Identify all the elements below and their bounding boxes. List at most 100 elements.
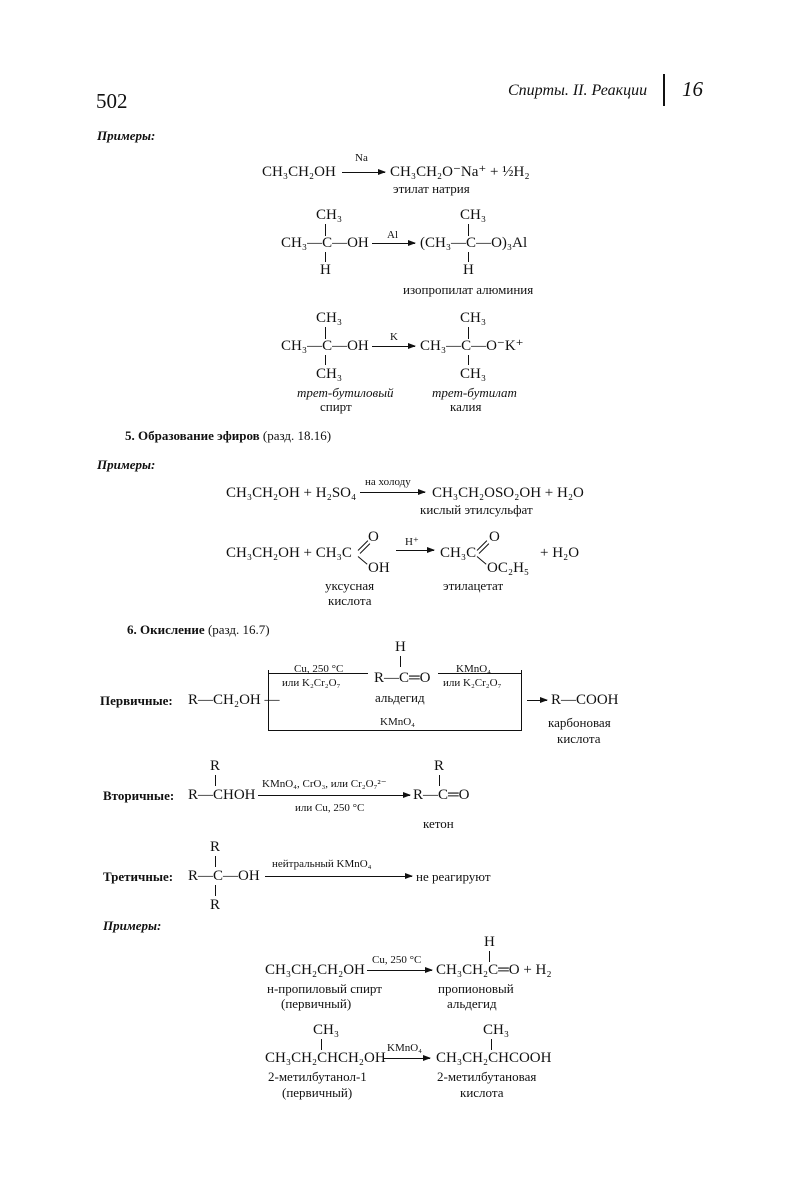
section-heading: 6. Окисление (разд. 16.7) [127, 621, 270, 639]
compound-name: (первичный) [282, 1085, 353, 1100]
bond [491, 1039, 492, 1050]
compound-name: 2-метилбутанол-1 [268, 1069, 367, 1084]
bond [468, 355, 469, 365]
reaction-arrow [258, 792, 411, 798]
formula: CH₃ [313, 1022, 340, 1038]
reaction-condition: KMnO₄ [456, 663, 492, 675]
class-label: Первичные: [100, 693, 173, 708]
header-divider [663, 74, 665, 106]
reaction-arrow [342, 169, 386, 175]
formula: R—C═O [413, 787, 470, 803]
compound-name: изопропилат алюминия [403, 282, 534, 297]
formula: CH₃CH₂OH + CH₃C [226, 545, 352, 561]
compound-name: этилацетат [443, 578, 504, 593]
formula: CH₃ [460, 310, 487, 326]
bracket [268, 670, 269, 731]
reaction-arrow [367, 967, 433, 973]
catalyst: H⁺ [405, 536, 419, 548]
bond [489, 951, 490, 962]
reaction-condition: Cu, 250 °C [372, 954, 422, 966]
page-number: 502 [96, 89, 128, 113]
compound-name: трет-бутиловый [297, 385, 394, 400]
reaction-condition: KMnO₄, CrO₃, или Cr₂O₇²⁻ [262, 778, 387, 790]
class-label: Вторичные: [103, 788, 175, 803]
formula: + H₂O [540, 545, 580, 561]
reaction-condition: или Cu, 250 °C [295, 802, 365, 814]
reagent: KMnO₄ [387, 1042, 423, 1054]
reaction-arrow [372, 240, 416, 246]
formula: CH₃C [440, 545, 477, 561]
reaction-line [438, 673, 521, 674]
reaction-arrow [383, 1055, 431, 1061]
formula: CH₃ [316, 310, 343, 326]
formula: CH₃ [316, 366, 343, 382]
bond [325, 355, 326, 365]
formula: H [395, 639, 406, 655]
formula: O [368, 529, 379, 545]
bond [468, 224, 469, 236]
formula: CH₃CH₂CHCOOH [436, 1050, 552, 1066]
formula: CH₃CH₂OH + H₂SO₄ [226, 485, 357, 501]
section-heading-title: 6. Окисление [127, 622, 205, 637]
reaction-condition: на холоду [365, 476, 411, 488]
formula: R [434, 758, 445, 774]
formula: R—C—OH [188, 868, 260, 884]
bond [468, 252, 469, 262]
compound-name: кислота [460, 1085, 504, 1100]
compound-name: калия [450, 399, 482, 414]
examples-label: Примеры: [97, 128, 156, 143]
bond [325, 327, 326, 339]
formula: CH₃—C—O⁻K⁺ [420, 338, 524, 354]
compound-name: этилат натрия [393, 181, 470, 196]
compound-name: 2-метилбутановая [437, 1069, 537, 1084]
compound-name: уксусная [325, 578, 375, 593]
reaction-condition: или K₂Cr₂O₇ [282, 677, 341, 689]
compound-name: альдегид [447, 996, 497, 1011]
formula: CH₃CH₂C═O + H₂ [436, 962, 552, 978]
formula: R [210, 897, 221, 913]
section-heading: 5. Образование эфиров (разд. 18.16) [125, 427, 331, 445]
reaction-arrow [265, 873, 413, 879]
bond [439, 775, 440, 786]
formula: R—C═O [374, 670, 431, 686]
bond [468, 327, 469, 339]
formula: R—CH₂OH — [188, 692, 280, 708]
class-label: Третичные: [103, 869, 174, 884]
formula: R [210, 758, 221, 774]
bracket [521, 670, 522, 731]
reaction-condition: или K₂Cr₂O₇ [443, 677, 502, 689]
formula: H [484, 934, 495, 950]
running-title: Спирты. II. Реакции [508, 82, 648, 99]
formula: CH₃CH₂O⁻Na⁺ + ½H₂ [390, 164, 530, 180]
examples-label: Примеры: [103, 918, 162, 933]
bond [325, 224, 326, 236]
compound-name: кислота [557, 731, 601, 746]
formula: CH₃ [460, 366, 487, 382]
formula: CH₃CH₂OSO₂OH + H₂O [432, 485, 584, 501]
formula: CH₃ [316, 207, 343, 223]
compound-name: кетон [423, 816, 454, 831]
reaction-arrow [372, 343, 416, 349]
reagent: K [390, 331, 398, 343]
bond [321, 1039, 322, 1050]
examples-label: Примеры: [97, 457, 156, 472]
formula: CH₃CH₂OH [262, 164, 336, 180]
reaction-line [268, 673, 368, 674]
reaction-arrow [527, 697, 548, 703]
compound-name: трет-бутилат [432, 385, 517, 400]
formula: (CH₃—C—O)₃Al [420, 235, 528, 251]
reagent: Al [387, 229, 398, 241]
reaction-condition: Cu, 250 °C [294, 663, 344, 675]
formula: R—CHOH [188, 787, 256, 803]
bond [215, 885, 216, 896]
chapter-number: 16 [682, 77, 703, 101]
reaction-arrow [396, 547, 435, 553]
compound-name: спирт [320, 399, 352, 414]
formula: CH₃—C—OH [281, 338, 369, 354]
formula: CH₃—C—OH [281, 235, 369, 251]
reaction-arrow [360, 489, 426, 495]
compound-name: кислый этилсульфат [420, 502, 533, 517]
bond [400, 656, 401, 667]
result-text: не реагируют [416, 869, 491, 884]
reaction-line [268, 730, 522, 731]
